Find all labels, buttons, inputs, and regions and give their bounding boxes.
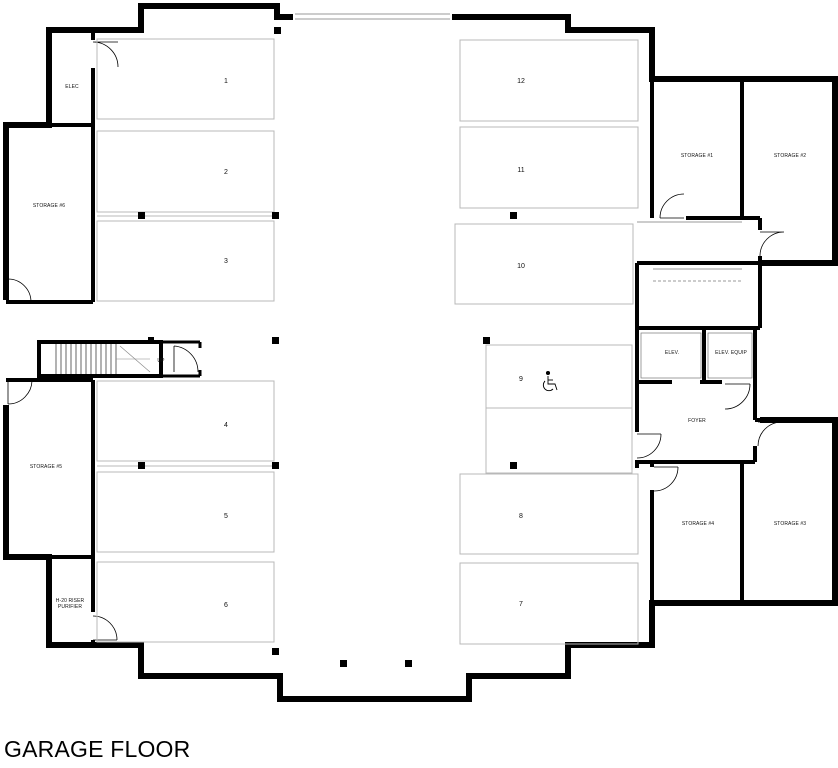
stall-label-3: 3 bbox=[224, 258, 228, 265]
stall-label-10: 10 bbox=[517, 263, 525, 270]
door-foyer-right bbox=[757, 421, 783, 447]
right-outer-wall bbox=[452, 14, 838, 266]
door-storage-5 bbox=[7, 379, 33, 405]
inner-walls-left bbox=[6, 30, 95, 645]
stall-9b bbox=[485, 407, 633, 474]
stall-11 bbox=[459, 126, 639, 209]
stall-label-7: 7 bbox=[519, 601, 523, 608]
room-label-storage-1: STORAGE #1 bbox=[681, 153, 713, 159]
stall-labels: 1 2 3 4 5 6 12 11 10 9 8 7 bbox=[224, 78, 525, 609]
stall-12 bbox=[459, 39, 639, 122]
stall-label-2: 2 bbox=[224, 169, 228, 176]
stall-2 bbox=[96, 130, 275, 213]
left-outer-wall bbox=[3, 3, 293, 287]
room-label-elec: ELEC bbox=[65, 84, 79, 90]
stall-9 bbox=[485, 344, 633, 409]
left-outer-wall-lower bbox=[3, 405, 838, 702]
stall-8 bbox=[459, 473, 639, 555]
stall-7 bbox=[459, 562, 639, 645]
inner-walls-right bbox=[635, 79, 762, 603]
wheelchair-icon bbox=[542, 370, 558, 392]
stall-label-4: 4 bbox=[224, 422, 228, 429]
stall-label-12: 12 bbox=[517, 78, 525, 85]
drawing-title: GARAGE FLOOR bbox=[4, 736, 191, 762]
stall-label-8: 8 bbox=[519, 513, 523, 520]
stall-label-5: 5 bbox=[224, 513, 228, 520]
stair bbox=[37, 340, 202, 378]
stall-1 bbox=[96, 38, 275, 120]
top-window bbox=[295, 13, 450, 20]
door-storage-4 bbox=[653, 466, 679, 492]
stall-5 bbox=[96, 471, 275, 553]
room-label-riser-1: H-20 RISER bbox=[56, 598, 85, 604]
room-label-storage-6: STORAGE #6 bbox=[33, 203, 65, 209]
door-elev-equip bbox=[724, 383, 751, 410]
room-label-foyer: FOYER bbox=[688, 418, 706, 424]
columns bbox=[138, 27, 517, 667]
stall-4 bbox=[96, 380, 275, 462]
room-label-elev-equip: ELEV. EQUIP bbox=[715, 350, 747, 356]
room-label-storage-2: STORAGE #2 bbox=[774, 153, 806, 159]
stall-label-6: 6 bbox=[224, 602, 228, 609]
room-label-storage-5: STORAGE #5 bbox=[30, 464, 62, 470]
door-storage-1 bbox=[659, 193, 685, 219]
stall-6 bbox=[96, 561, 275, 643]
stall-3 bbox=[96, 220, 275, 302]
door-foyer-left bbox=[636, 433, 662, 459]
room-label-storage-4: STORAGE #4 bbox=[682, 521, 714, 527]
room-label-riser-2: PURIFIER bbox=[58, 604, 82, 610]
door-storage-6 bbox=[7, 278, 32, 303]
room-label-storage-3: STORAGE #3 bbox=[774, 521, 806, 527]
room-labels: ELEC STORAGE #6 STORAGE #5 H-20 RISER PU… bbox=[30, 84, 806, 610]
room-label-up: UP bbox=[157, 358, 165, 364]
stall-10 bbox=[454, 223, 634, 305]
door-storage-2 bbox=[759, 231, 785, 257]
parking-stalls bbox=[96, 38, 639, 645]
stall-label-9: 9 bbox=[519, 376, 523, 383]
outer-walls bbox=[3, 3, 838, 702]
stall-label-11: 11 bbox=[517, 167, 524, 174]
door-stair bbox=[173, 345, 199, 373]
thin-lines-right bbox=[637, 221, 753, 379]
stall-label-1: 1 bbox=[224, 78, 228, 85]
room-label-elev: ELEV. bbox=[665, 350, 679, 356]
